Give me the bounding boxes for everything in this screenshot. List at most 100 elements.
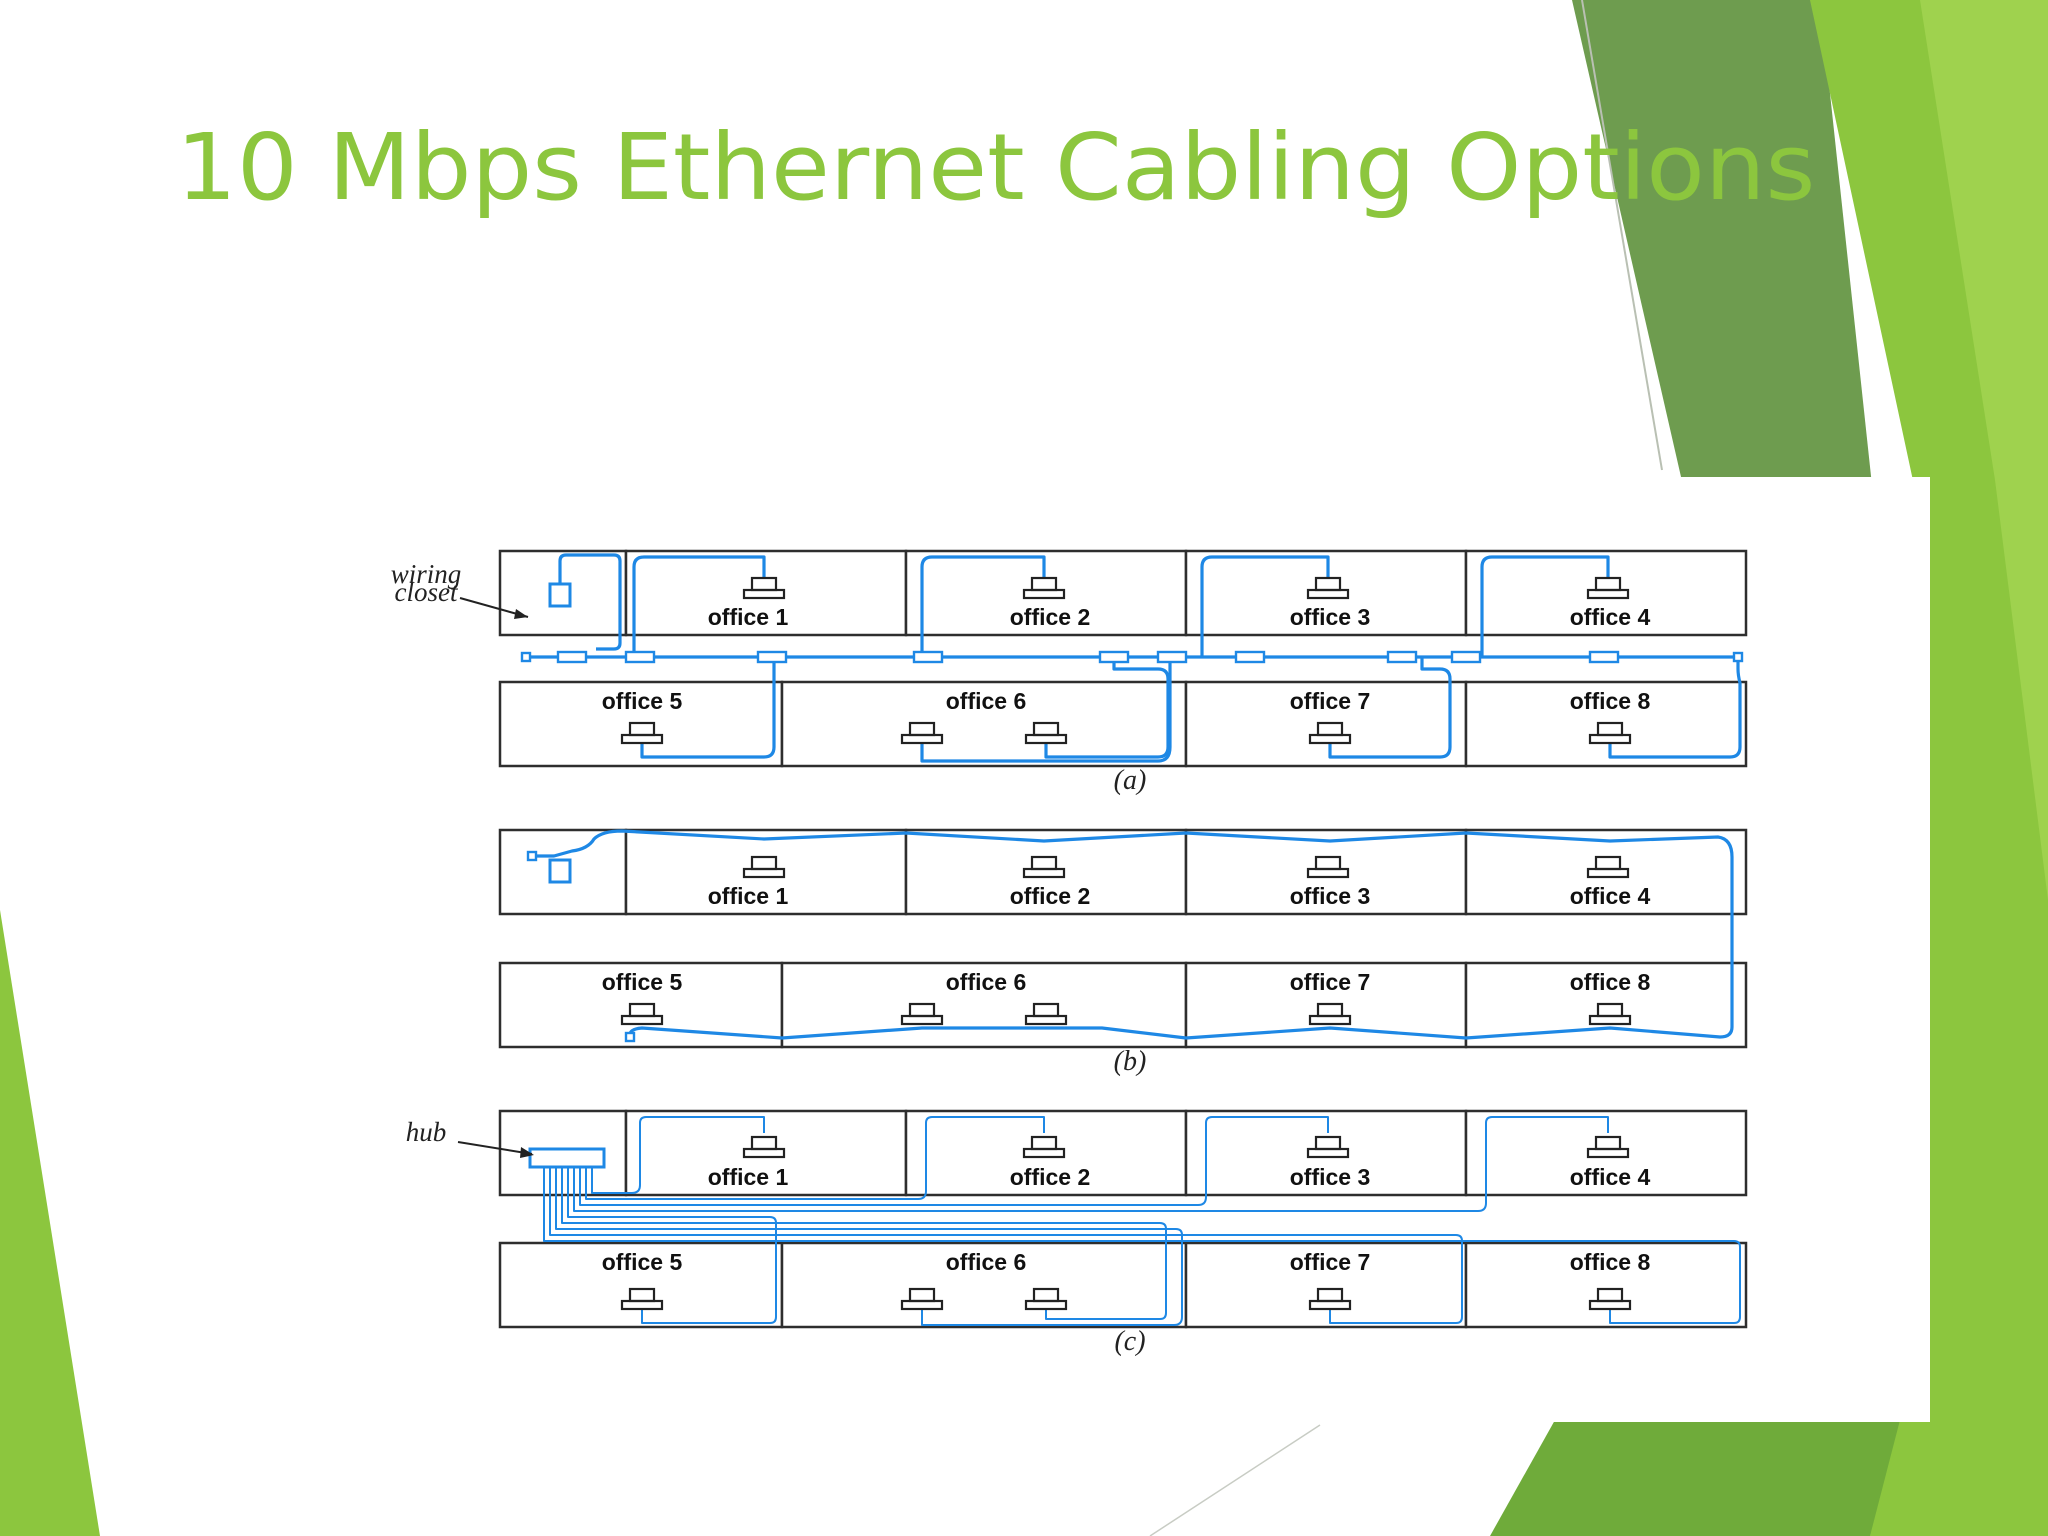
computer-base [1308, 733, 1352, 745]
bus-tap [1234, 650, 1266, 664]
computer-base [1586, 588, 1630, 600]
computer-base [620, 1299, 664, 1311]
office-label: office 5 [602, 688, 683, 714]
office-box [904, 549, 1188, 637]
bus-tap [1156, 650, 1188, 664]
office-label: office 1 [708, 1164, 789, 1190]
office-label: office 6 [946, 969, 1027, 995]
star-cable [549, 1167, 1463, 1324]
figure-panel: office 1 office 2 office 3 office 4 offi… [340, 477, 1930, 1422]
office-label: office 5 [602, 1249, 683, 1275]
computer-icon [1586, 576, 1630, 600]
star-cable [573, 1116, 1609, 1212]
office-box [780, 680, 1188, 768]
computer-icon [1024, 1002, 1068, 1026]
computer-base [1306, 1147, 1350, 1159]
variant-caption: (b) [1114, 1046, 1147, 1077]
hub-callout: hub [406, 1117, 447, 1147]
wiring-closet-callout: wiring [391, 559, 462, 589]
daisy-chain-cable [536, 829, 1734, 1040]
bus-tap [1732, 651, 1744, 663]
computer-icon [1022, 855, 1066, 879]
star-cable [555, 1167, 1183, 1326]
computer-base [1024, 733, 1068, 745]
green-bar-left [0, 910, 100, 1536]
green-bar-dark [1572, 0, 1880, 560]
computer-base [1024, 1299, 1068, 1311]
bus-tap [1386, 650, 1418, 664]
office-label: office 2 [1010, 1164, 1091, 1190]
cable-drop [1608, 657, 1742, 759]
office-box [624, 549, 908, 637]
cable-drop [920, 555, 1046, 657]
computer-icon [900, 1002, 944, 1026]
office-label: office 8 [1570, 1249, 1651, 1275]
computer-base [900, 1014, 944, 1026]
callout-arrowhead [520, 1147, 534, 1158]
closet-device [548, 582, 572, 608]
office-box [624, 828, 908, 916]
office-label: office 5 [602, 969, 683, 995]
star-cable [561, 1167, 1167, 1320]
computer-base [620, 733, 664, 745]
office-box [1184, 549, 1468, 637]
cable-drop [1200, 555, 1330, 657]
green-bar-bottom [1490, 1420, 1900, 1536]
variant-b: office 1 office 2 office 3 office 4 offi… [498, 828, 1748, 1077]
computer-base [1588, 733, 1632, 745]
star-cable [591, 1116, 765, 1194]
computer-icon [1586, 1135, 1630, 1159]
cabling-diagram: office 1 office 2 office 3 office 4 offi… [391, 549, 1748, 1357]
computer-icon [1308, 721, 1352, 745]
computer-icon [1306, 855, 1350, 879]
office-box [1464, 828, 1748, 916]
slide-title: 10 Mbps Ethernet Cabling Options [176, 114, 1816, 221]
star-cable [567, 1167, 777, 1324]
cable-drop [1480, 555, 1610, 657]
computer-base [742, 1147, 786, 1159]
divider-line [1149, 1424, 1321, 1536]
green-bar-light [1920, 0, 2048, 900]
office-label: office 4 [1570, 1164, 1651, 1190]
computer-base [1588, 1299, 1632, 1311]
computer-icon [1588, 1287, 1632, 1311]
office-box [1184, 1241, 1468, 1329]
cable-drop [632, 555, 766, 657]
computer-icon [742, 576, 786, 600]
office-box [904, 828, 1188, 916]
computer-base [1586, 1147, 1630, 1159]
office-box [1464, 1109, 1748, 1197]
computer-icon [1024, 721, 1068, 745]
office-label: office 7 [1290, 688, 1371, 714]
closet-device [548, 858, 572, 884]
office-label: office 4 [1570, 604, 1651, 630]
computer-icon [1306, 576, 1350, 600]
office-label: office 3 [1290, 883, 1371, 909]
computer-icon [1022, 1135, 1066, 1159]
wiring-closet-callout: closet [395, 577, 459, 607]
bus-tap [1588, 650, 1620, 664]
office-label: office 6 [946, 1249, 1027, 1275]
office-label: office 3 [1290, 604, 1371, 630]
office-label: office 8 [1570, 969, 1651, 995]
variant-caption: (c) [1114, 1326, 1145, 1357]
computer-base [900, 733, 944, 745]
computer-base [1022, 588, 1066, 600]
office-label: office 3 [1290, 1164, 1371, 1190]
computer-icon [1588, 721, 1632, 745]
computer-icon [1586, 855, 1630, 879]
callout-arrow [457, 1141, 533, 1155]
office-box [1184, 828, 1468, 916]
bus-tap [624, 650, 656, 664]
computer-icon [620, 721, 664, 745]
computers [620, 576, 1632, 1311]
cable-drop [640, 657, 776, 759]
bus-tap [520, 651, 532, 663]
office-box [904, 1109, 1188, 1197]
computer-base [1306, 867, 1350, 879]
computer-icon [1308, 1287, 1352, 1311]
computer-base [742, 588, 786, 600]
office-label: office 6 [946, 688, 1027, 714]
computer-base [742, 867, 786, 879]
office-label: office 1 [708, 604, 789, 630]
